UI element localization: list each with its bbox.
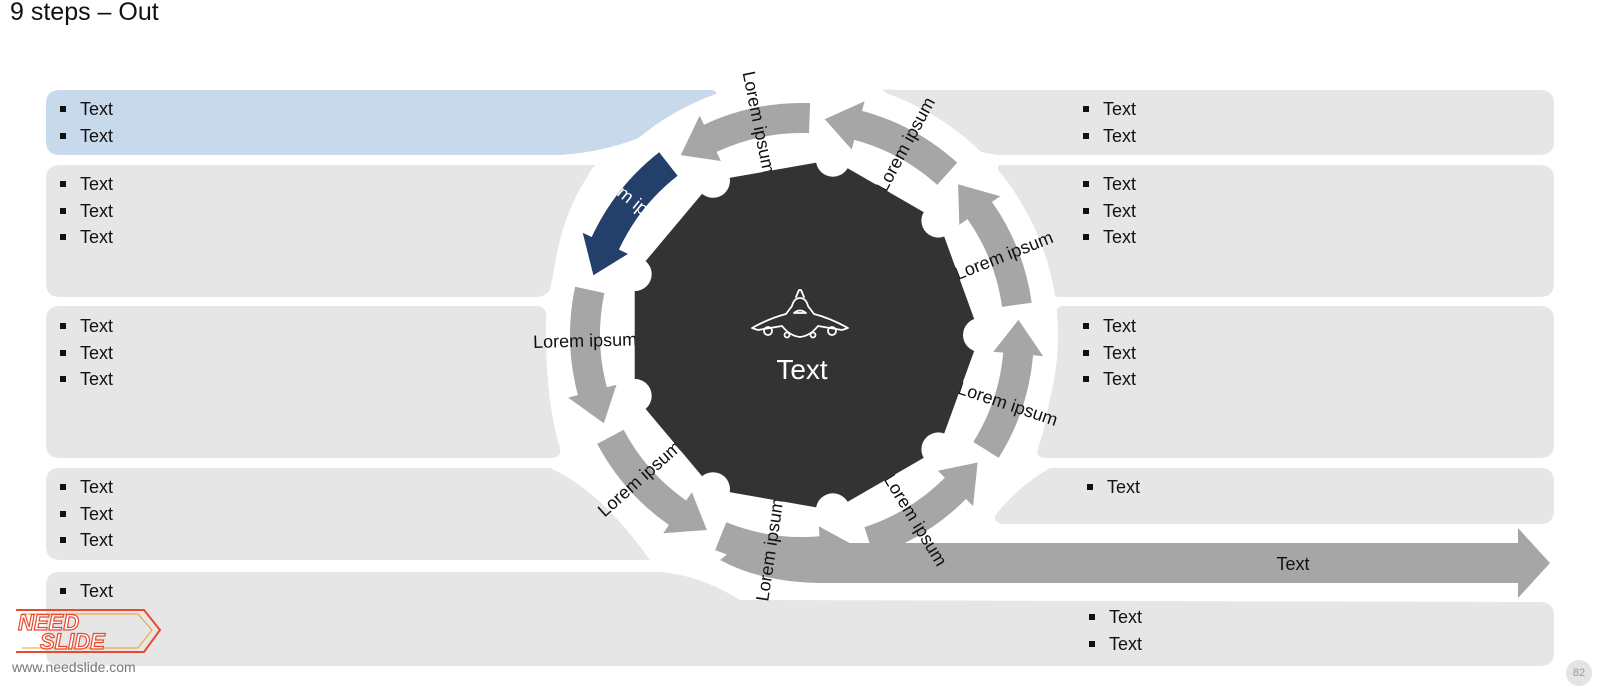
nonagon-notch [963,318,997,352]
page-number: 82 [1566,660,1592,686]
left-panel-5 [46,572,1554,666]
left-panel-5-bullets: Text [60,578,113,605]
nonagon-notch [617,257,652,292]
step-arrow-7 [958,184,1032,307]
bullet-item: Text [1087,474,1140,501]
left-panel-1-bullets: Text Text [60,96,113,149]
left-panel-2-bullets: Text Text Text [60,171,113,251]
left-panel-1 [46,90,717,155]
nonagon-notch [696,163,730,198]
right-panel-2-bullets: Text Text Text [1083,171,1136,251]
step-arrow-6 [973,319,1044,458]
bullet-item: Text [1083,198,1136,225]
bullet-item: Text [60,501,113,528]
bullet-item: Text [60,527,113,554]
right-panel-5-bullets: Text Text [1089,604,1142,657]
right-panel-3-bullets: Text Text Text [1083,313,1136,393]
nonagon-notch [921,432,956,467]
logo-line1: NEED [18,610,79,635]
bullet-item: Text [60,96,113,123]
step-arrow-2 [568,286,617,424]
brand-logo: NEED SLIDE www.needslide.com [12,608,162,678]
bullet-item: Text [1083,313,1136,340]
exit-arrow-label: Text [1276,554,1309,574]
logo-line2: SLIDE [40,629,106,654]
bullet-item: Text [60,340,113,367]
bullet-item: Text [60,578,113,605]
nonagon-notch [617,378,652,413]
bullet-item: Text [60,474,113,501]
center-label: Text [776,354,828,385]
bullet-item: Text [60,366,113,393]
nonagon-notch [815,493,850,528]
bullet-item: Text [60,171,113,198]
bullet-item: Text [1083,96,1136,123]
bullet-item: Text [1089,631,1142,658]
bullet-item: Text [60,198,113,225]
bullet-item: Text [60,313,113,340]
nonagon-notch [696,472,730,507]
bullet-item: Text [1083,340,1136,367]
step-arrow-9 [680,102,811,161]
bullet-item: Text [1083,171,1136,198]
bullet-item: Text [60,123,113,150]
right-panel-4 [994,468,1554,524]
step-arrow-8 [824,101,958,185]
right-panel-2 [998,165,1554,297]
left-panel-4-bullets: Text Text Text [60,474,113,554]
nonagon-notch [921,203,956,238]
step-arrow-1 [582,152,678,276]
bullet-item: Text [1083,366,1136,393]
left-panel-3-bullets: Text Text Text [60,313,113,393]
step-arrow-3 [597,429,707,534]
right-panel-4-bullets: Text [1087,474,1140,501]
right-panel-1 [882,89,1554,155]
bullet-item: Text [1083,123,1136,150]
exit-arrow [720,528,1550,598]
bullet-item: Text [60,224,113,251]
step-arrow-5 [864,462,978,556]
needslide-logo-icon: NEED SLIDE [16,609,162,655]
left-panel-3 [46,306,561,458]
brand-url: www.needslide.com [12,659,136,675]
left-panel-2 [46,165,596,297]
left-panel-4 [46,468,650,560]
step-label-2: Lorem ipsum [533,329,638,352]
bullet-item: Text [1089,604,1142,631]
step-arrow-4 [715,522,855,577]
nonagon-notch [815,142,850,177]
page-title: 9 steps – Out [10,0,159,26]
right-panel-1-bullets: Text Text [1083,96,1136,149]
airplane-icon [751,289,849,339]
right-panel-3 [1037,306,1554,458]
bullet-item: Text [1083,224,1136,251]
